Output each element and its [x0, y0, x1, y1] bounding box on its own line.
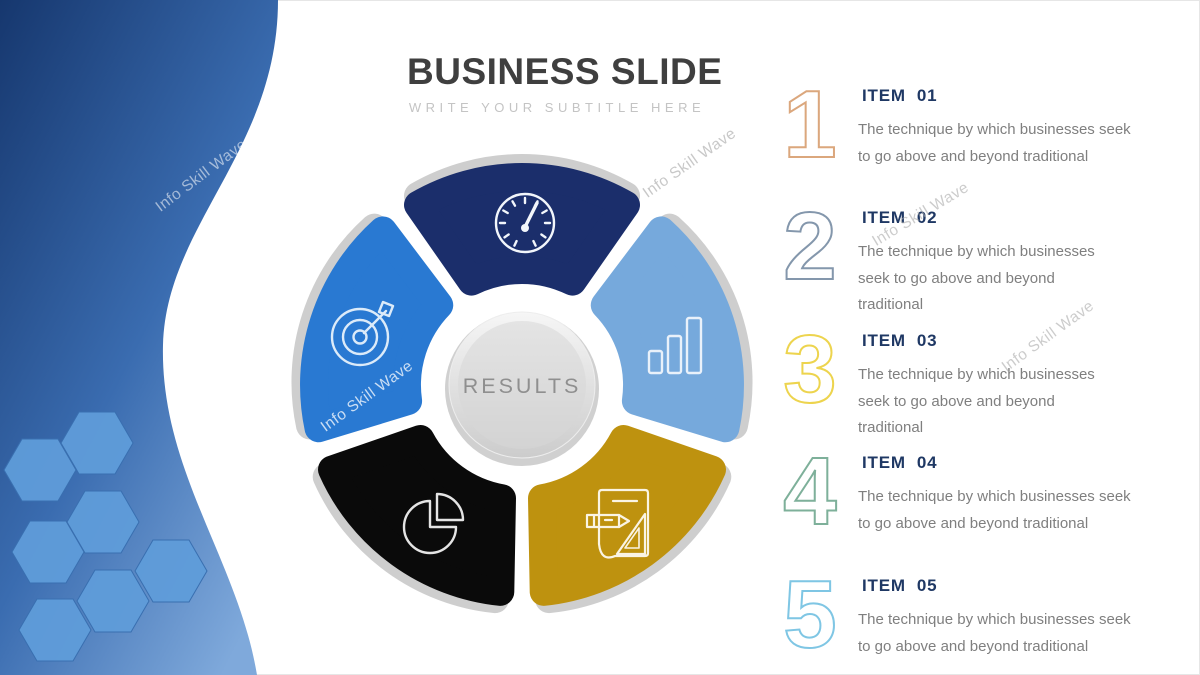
bar-chart-icon: [647, 316, 703, 375]
hexagon-cluster: [3, 411, 208, 662]
set-square: [615, 512, 647, 556]
petal-lower-right: [528, 425, 726, 606]
petal-diagram: RESULTS: [291, 154, 753, 614]
pie-chart-icon: [402, 492, 465, 555]
item-description: The technique by which businesses seek t…: [858, 117, 1131, 170]
petal-upper-left: [300, 216, 454, 443]
pie-slice: [435, 492, 465, 522]
description-line: to go above and beyond traditional: [858, 514, 1089, 532]
speedometer-ticks: [498, 196, 552, 247]
item-heading: ITEM 04: [862, 453, 938, 472]
hexagon-decoration: [134, 539, 208, 603]
left-wave-shape: [0, 0, 278, 675]
description-line: seek to go above and beyond: [858, 269, 1055, 287]
item-number: 4: [782, 438, 837, 545]
item-heading: ITEM 05: [862, 576, 938, 595]
item-list: 1 ITEM 01 The technique by which busines…: [778, 0, 1198, 675]
hexagon-decoration: [3, 438, 77, 502]
item-heading: ITEM 03: [862, 331, 938, 350]
page-title: BUSINESS SLIDE: [407, 51, 723, 92]
hexagon-decoration: [60, 411, 134, 475]
description-line: The technique by which businesses seek: [858, 488, 1131, 505]
document-outline: [597, 488, 650, 559]
description-line: The technique by which businesses seek: [858, 121, 1131, 138]
description-line: The technique by which businesses: [858, 243, 1095, 260]
page-subtitle: WRITE YOUR SUBTITLE HERE: [408, 99, 706, 115]
drafting-tools-icon: [585, 488, 650, 559]
hexagon-decoration: [18, 598, 92, 662]
petal-slot-lower-left: [312, 425, 516, 614]
description-line: traditional: [858, 296, 924, 313]
hexagon-decoration: [76, 569, 150, 633]
description-line: traditional: [858, 419, 924, 436]
arrow-fletching: [377, 300, 395, 318]
center-circle: RESULTS: [445, 311, 599, 466]
description-line: seek to go above and beyond: [858, 392, 1055, 410]
item-description: The technique by which businesses seek t…: [858, 362, 1095, 442]
petal-slot-upper-right: [590, 213, 753, 443]
description-line: to go above and beyond traditional: [858, 637, 1089, 655]
description-line: to go above and beyond traditional: [858, 147, 1089, 165]
item-heading: ITEM 02: [862, 208, 938, 227]
item-heading: ITEM 01: [862, 86, 938, 105]
petal-slot-top: [404, 154, 640, 296]
speedometer-needle: [523, 201, 539, 229]
description-line: The technique by which businesses seek: [858, 611, 1131, 628]
speedometer-icon: [494, 192, 556, 254]
target-arrow-icon: [330, 300, 395, 367]
item-number: 1: [782, 71, 837, 178]
item-number: 3: [782, 316, 837, 423]
item-number: 5: [782, 561, 837, 668]
item-number: 2: [782, 193, 837, 300]
petal-upper-right: [590, 216, 744, 443]
petal-lower-left: [318, 425, 516, 606]
center-label: RESULTS: [463, 374, 582, 398]
slide-header: BUSINESS SLIDE WRITE YOUR SUBTITLE HERE: [407, 51, 723, 115]
pencil: [585, 513, 631, 529]
item-description: The technique by which businesses seek t…: [858, 607, 1131, 660]
hexagon-decoration: [66, 490, 140, 554]
item-description: The technique by which businesses seek t…: [858, 484, 1131, 537]
hexagon-decoration: [11, 520, 85, 584]
petal-slot-lower-right: [528, 425, 732, 614]
petal-slot-upper-left: [291, 213, 454, 443]
description-line: The technique by which businesses: [858, 366, 1095, 383]
item-description: The technique by which businesses seek t…: [858, 239, 1095, 319]
